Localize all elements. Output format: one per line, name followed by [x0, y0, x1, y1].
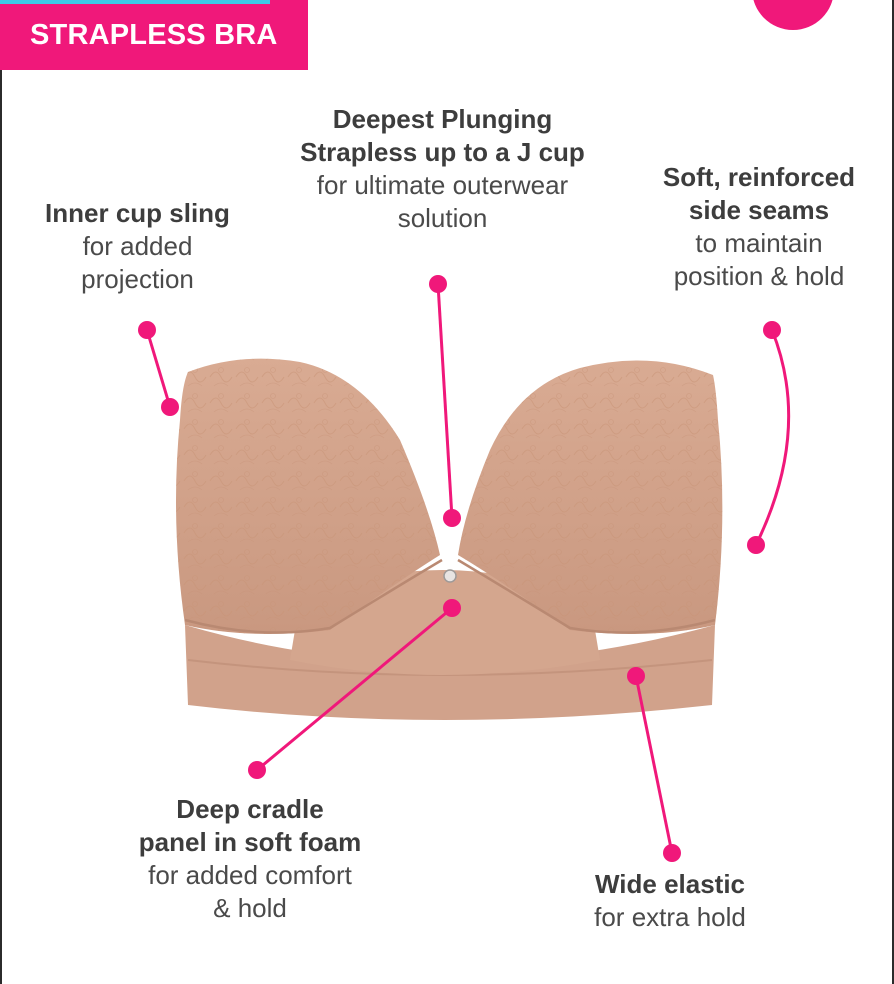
feature-elastic-title: Wide elastic: [594, 869, 746, 899]
feature-cradle: Deep cradle panel in soft foam for added…: [110, 793, 390, 925]
callout-lines: [145, 283, 791, 854]
callout-dot-cradle-end: [248, 761, 266, 779]
callout-dots: [138, 275, 781, 862]
feature-plunge-title: Deepest Plunging Strapless up to a J cup: [300, 104, 585, 167]
callout-line-seams: [754, 329, 791, 546]
right-frame-edge: [892, 0, 894, 984]
feature-sling: Inner cup sling for added projection: [25, 197, 250, 296]
bra-garment: [176, 358, 723, 720]
callout-dot-elastic-top: [627, 667, 645, 685]
feature-elastic-desc: for extra hold: [594, 902, 746, 932]
badge-top-stripe: [0, 0, 270, 4]
feature-seams-desc: to maintain position & hold: [673, 228, 845, 291]
left-frame-edge: [0, 0, 2, 984]
callout-line-sling: [145, 329, 172, 408]
callout-dot-plunge-top: [429, 275, 447, 293]
callout-dot-sling-top: [138, 321, 156, 339]
feature-plunge-desc: for ultimate outerwear solution: [316, 170, 569, 233]
callout-dot-sling-end: [161, 398, 179, 416]
feature-plunge: Deepest Plunging Strapless up to a J cup…: [270, 103, 615, 235]
feature-seams: Soft, reinforced side seams to maintain …: [645, 161, 873, 293]
feature-sling-title: Inner cup sling: [45, 198, 230, 228]
callout-dot-seams-end: [747, 536, 765, 554]
feature-elastic: Wide elastic for extra hold: [560, 868, 780, 934]
category-badge: STRAPLESS BRA: [0, 0, 308, 70]
callout-dot-cradle-top: [443, 599, 461, 617]
center-gem-icon: [443, 569, 457, 583]
feature-seams-title: Soft, reinforced side seams: [662, 162, 856, 225]
callout-dot-elastic-end: [663, 844, 681, 862]
feature-cradle-title: Deep cradle panel in soft foam: [138, 794, 362, 857]
callout-line-elastic: [634, 675, 674, 854]
callout-line-cradle: [256, 606, 453, 772]
callout-line-plunge: [436, 283, 454, 519]
feature-sling-desc: for added projection: [81, 231, 194, 294]
callout-dot-plunge-end: [443, 509, 461, 527]
badge-label: STRAPLESS BRA: [30, 18, 278, 51]
feature-cradle-desc: for added comfort & hold: [148, 860, 352, 923]
callout-dot-seams-top: [763, 321, 781, 339]
